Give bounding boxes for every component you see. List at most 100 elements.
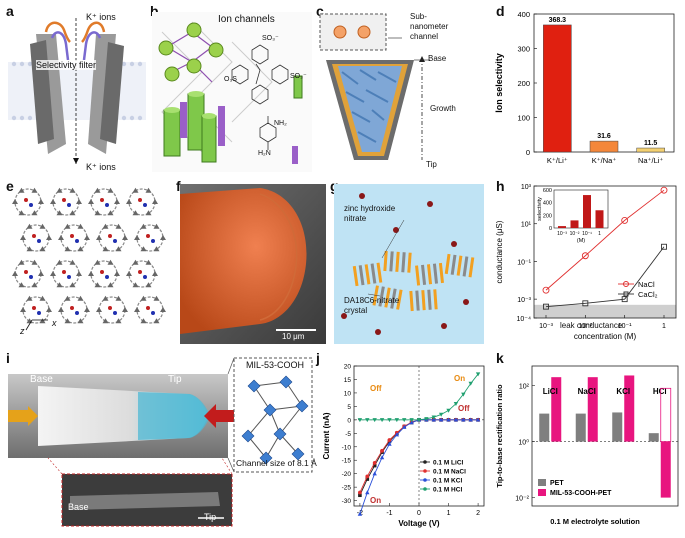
e-ring bbox=[98, 224, 126, 252]
j-xlabel: Voltage (V) bbox=[398, 519, 440, 528]
g-layer bbox=[390, 288, 397, 309]
e-ring bbox=[60, 296, 88, 324]
j-point bbox=[438, 412, 444, 417]
e-tetrahedron bbox=[140, 246, 147, 252]
j-point bbox=[416, 418, 422, 423]
h-inset-xtick-label: 10⁻³ bbox=[557, 231, 567, 237]
e-tetrahedron bbox=[107, 210, 114, 216]
k-bar bbox=[575, 413, 586, 442]
j-point bbox=[372, 463, 377, 468]
j-legend-marker bbox=[423, 469, 427, 473]
j-point bbox=[365, 474, 370, 479]
j-ytick-label: 20 bbox=[344, 364, 352, 371]
i-mof-linker bbox=[247, 409, 271, 437]
j-point bbox=[365, 477, 370, 481]
j-point bbox=[379, 455, 385, 460]
e-tetrahedron bbox=[26, 295, 33, 301]
e-tetrahedron bbox=[107, 259, 114, 265]
e-ring bbox=[14, 188, 42, 216]
h-legend-marker bbox=[623, 291, 629, 297]
k-bar bbox=[612, 412, 623, 442]
e-tetrahedron bbox=[107, 282, 114, 288]
e-tetrahedron bbox=[56, 187, 63, 193]
i-mof-node bbox=[291, 447, 305, 461]
j-xtick-label: 2 bbox=[476, 510, 480, 517]
g-layer bbox=[364, 264, 371, 285]
i-mof-linker bbox=[247, 435, 267, 459]
e-atom-red bbox=[70, 234, 74, 238]
h-xtick-label: 1 bbox=[662, 323, 666, 330]
j-ytick-label: 0 bbox=[347, 417, 351, 424]
k-ytick-label: 10² bbox=[519, 384, 530, 391]
h-ytick-label: 10⁻¹ bbox=[517, 259, 531, 266]
e-tetrahedron bbox=[38, 199, 44, 204]
i-mof-label: MIL-53-COOH bbox=[246, 360, 305, 370]
h-inset-bar bbox=[570, 220, 579, 228]
panel-label-j: j bbox=[316, 350, 320, 366]
c-subnano-label: Sub- nanometer channel bbox=[410, 12, 449, 41]
g-layer bbox=[407, 252, 412, 273]
e-tetrahedron bbox=[77, 318, 84, 324]
h-ytick-label: 10¹ bbox=[521, 222, 532, 229]
ion-selectivity-chart: 0100200300400368.3K⁺/Li⁺31.6K⁺/Na⁺11.5Na… bbox=[494, 10, 675, 165]
e-ring bbox=[90, 188, 118, 216]
j-legend-marker bbox=[423, 460, 427, 464]
g-layer-block bbox=[415, 262, 444, 286]
d-bar bbox=[589, 140, 619, 153]
e-tetrahedron bbox=[102, 223, 109, 229]
k-bar bbox=[551, 377, 562, 442]
e-tetrahedron bbox=[64, 246, 71, 252]
h-xtick-label: 10⁻² bbox=[578, 323, 592, 330]
g-layer bbox=[433, 289, 438, 310]
sem-micrograph bbox=[180, 184, 326, 344]
i-mof-node bbox=[241, 429, 255, 443]
i-base-label: Base bbox=[30, 374, 53, 385]
e-tetrahedron bbox=[94, 210, 101, 216]
mof-channel-illustration bbox=[8, 357, 313, 527]
h-ytick-label: 10⁻⁴ bbox=[517, 316, 532, 323]
e-tetrahedron bbox=[122, 235, 128, 240]
e-tetrahedron bbox=[39, 246, 46, 252]
e-tetrahedron bbox=[20, 307, 26, 312]
e-tetrahedron bbox=[126, 271, 132, 276]
h-point bbox=[581, 252, 589, 260]
e-tetrahedron bbox=[18, 187, 25, 193]
panel-label-c: c bbox=[316, 3, 324, 19]
e-atom-red bbox=[100, 270, 104, 274]
j-legend-label: 0.1 M KCl bbox=[433, 478, 462, 485]
e-tetrahedron bbox=[88, 271, 94, 276]
e-tetrahedron bbox=[69, 210, 76, 216]
e-atom-blue bbox=[29, 275, 33, 279]
i-mof-node bbox=[273, 427, 287, 441]
e-tetrahedron bbox=[94, 187, 101, 193]
e-atom-red bbox=[108, 234, 112, 238]
e-tetrahedron bbox=[96, 307, 102, 312]
h-series-line bbox=[545, 246, 665, 308]
d-data-label: 31.6 bbox=[597, 133, 611, 140]
e-atom-blue bbox=[37, 239, 41, 243]
h-xlabel: concentration (M) bbox=[574, 332, 637, 341]
j-xtick-label: -1 bbox=[386, 510, 392, 517]
c-growth-label: Growth bbox=[430, 104, 456, 113]
j-point bbox=[387, 418, 392, 423]
e-tetrahedron bbox=[132, 210, 139, 216]
e-tetrahedron bbox=[58, 235, 64, 240]
g-layer bbox=[401, 252, 406, 273]
d-category-label: K⁺/Na⁺ bbox=[592, 156, 617, 165]
b-o3s-label: O₃S bbox=[224, 76, 237, 83]
j-ytick-label: 10 bbox=[344, 390, 352, 397]
k-category-label: NaCl bbox=[578, 387, 596, 396]
e-atom-blue bbox=[67, 275, 71, 279]
k-bar bbox=[539, 413, 550, 442]
e-ring bbox=[52, 260, 80, 288]
h-point bbox=[660, 186, 668, 194]
i-mof-node bbox=[263, 403, 277, 417]
e-tetrahedron bbox=[96, 235, 102, 240]
panel-label-e: e bbox=[6, 178, 14, 194]
j-point bbox=[431, 417, 436, 422]
e-tetrahedron bbox=[153, 318, 160, 324]
e-tetrahedron bbox=[107, 187, 114, 193]
j-xtick-label: 0 bbox=[417, 510, 421, 517]
h-inset-xlabel: (M) bbox=[577, 238, 585, 244]
